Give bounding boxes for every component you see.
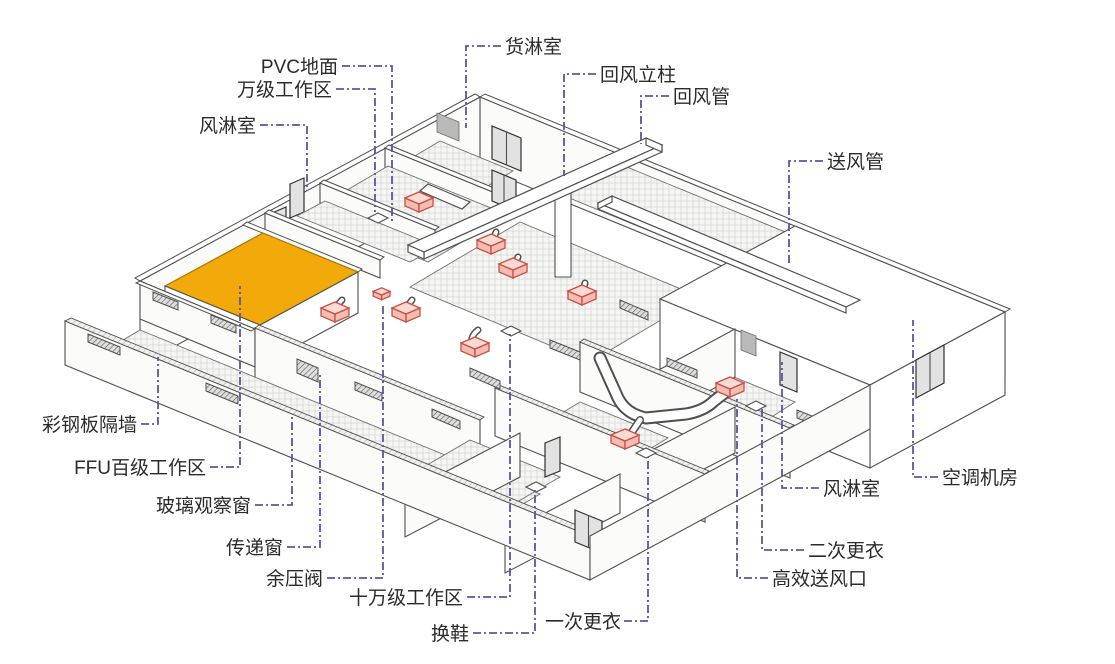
hepa-outlet [566,284,598,306]
leader-color-steel-panel-partition [141,357,159,425]
hepa-outlet [390,301,422,323]
leader-class-100k-workzone [467,334,511,598]
room-vent-3 [666,357,698,379]
leader-target-pad [499,325,523,337]
pass-through-window-rect [296,358,319,383]
hall-front-wall-top [254,324,485,421]
air-shower-top-floor [295,200,440,263]
leader-first-changing-room [624,457,649,622]
hepa-outlet [609,428,641,450]
room-vent-2 [549,339,581,361]
u-duct-fill [595,353,732,423]
air-shower-bottom-door [779,351,798,393]
label-pass-through-window: 传递窗 [226,537,283,559]
label-return-air-duct: 回风管 [673,86,730,108]
label-air-shower-room-bottom: 风淋室 [823,478,880,500]
leader-pass-through-window [287,374,321,548]
label-second-changing-room: 二次更衣 [808,540,884,562]
hepa-outlet [475,233,507,255]
label-air-shower-room-top: 风淋室 [199,115,256,137]
label-glass-observation-window: 玻璃观察窗 [156,495,251,517]
label-ffu-class-100-workzone: FFU百级工作区 [74,457,206,479]
label-pressure-relief-valve: 余压阀 [266,568,323,590]
leader-class-10k-workzone [336,88,376,212]
hepa-outlet [319,301,351,323]
leader-cargo-shower-room [465,45,501,128]
leader-shoe-change [473,490,536,634]
label-color-steel-panel-partition: 彩钢板隔墙 [42,414,137,436]
return-air-duct-endcap [407,244,425,260]
cargo-shower-panel [436,112,460,142]
leader-second-changing-room [761,409,804,551]
label-return-air-column: 回风立柱 [600,64,676,86]
label-first-changing-room: 一次更衣 [545,611,621,633]
wing-wall-160-top [318,179,441,231]
room-vent-1 [619,299,649,321]
leader-hepa-supply-outlet [736,399,768,579]
label-class-10k-workzone: 万级工作区 [237,79,332,101]
wing-front-wall-top [134,280,257,332]
label-cargo-shower-room: 货淋室 [505,36,562,58]
wing-vent-1 [152,291,179,311]
hepa-outlet [497,257,529,279]
label-ac-machine-room: 空调机房 [942,467,1018,489]
hepa-outlet [459,336,491,358]
air-shower-top-door [289,177,305,219]
branch-duct-elbow [418,183,472,210]
hall-vent-2 [431,408,461,430]
hepa-outlet [714,376,746,398]
leader-ffu-class-100-workzone [210,286,241,468]
room-vent-4 [469,367,501,390]
wing-wall-215-top [263,209,386,261]
leader-supply-air-duct [788,160,823,264]
pressure-relief-valve-shape [371,287,392,301]
hall-vent-1 [354,381,383,402]
hepa-outlets-and-pads [319,191,768,493]
label-hepa-supply-outlet: 高效送风口 [772,568,867,590]
return-air-duct-cap [645,137,663,153]
leader-air-shower-room-top [260,124,308,191]
leader-return-air-column [563,73,596,176]
supply-air-duct-cap [597,195,613,210]
leader-pvc-floor [342,65,393,221]
air-ducts [332,137,862,442]
leader-air-shower-room-bottom [781,362,819,489]
leader-target-pad [744,400,768,412]
outer-vent-2 [205,382,239,405]
wing-vent-2 [210,314,237,334]
leader-ac-machine-room [912,320,938,478]
leader-target-pad [366,212,390,224]
label-class-100k-workzone: 十万级工作区 [349,587,463,609]
leader-target-pad [634,447,658,459]
label-shoe-change: 换鞋 [431,623,469,645]
hepa-outlet [403,191,435,213]
shoe-change-door [544,436,561,478]
leader-pressure-relief-valve [327,303,384,579]
outer-wall-right-face [589,384,871,581]
changing-room-panel [740,329,757,357]
leader-return-air-duct [640,95,669,144]
label-pvc-floor: PVC地面 [261,56,338,78]
leader-target-pad [524,481,548,493]
outer-vent-1 [87,333,121,356]
leader-glass-observation-window [255,414,293,506]
back-wall-left-top [133,93,482,282]
label-supply-air-duct: 送风管 [827,151,884,173]
